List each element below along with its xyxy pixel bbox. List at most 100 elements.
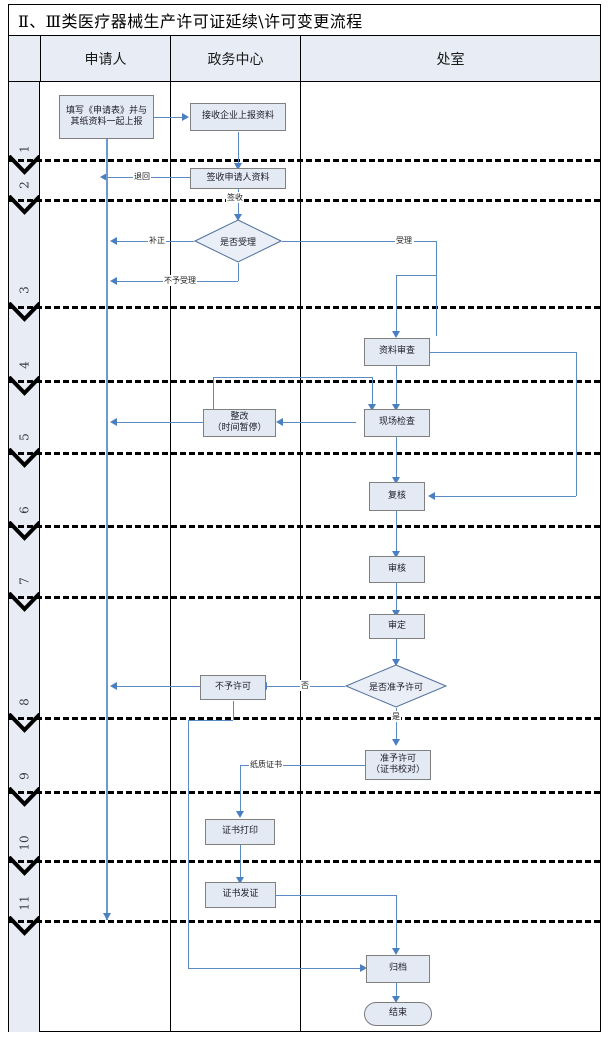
edge-onsite-to-rectify-arrowhead: [276, 418, 283, 426]
edge-submit-to-receive: [154, 117, 182, 118]
chevron-2: [9, 195, 40, 215]
node-cert-print[interactable]: 证书打印: [205, 819, 275, 845]
node-cert-issue[interactable]: 证书发证: [205, 882, 276, 908]
row-divider-6: [9, 525, 600, 528]
step-number-3: 3: [17, 286, 32, 294]
edge-onsite-to-rectify: [282, 422, 356, 423]
edge-yes-down: [396, 708, 397, 743]
chevron-9: [9, 787, 40, 807]
row-divider-1: [9, 159, 600, 162]
edge-review-bypass-right: [430, 352, 576, 353]
edge-print-to-issue: [240, 845, 241, 881]
chevron-1: [9, 155, 40, 175]
step-number-10: 10: [17, 835, 32, 851]
edge-review-to-onsite: [396, 366, 397, 408]
edge-archive-to-end: [396, 983, 397, 1000]
decision-permit-label: 是否准予许可: [368, 682, 423, 693]
edge-label-accept: 受理: [395, 235, 413, 246]
chevron-5: [9, 448, 40, 468]
edge-issue-to-archive-arrowhead: [392, 948, 400, 955]
edge-not-permitted-long-down: [188, 720, 189, 968]
edge-yes-arrowhead: [392, 739, 400, 746]
decision-permit[interactable]: 是否准予许可: [344, 664, 448, 708]
edge-paper-cert-down: [240, 765, 241, 815]
edge-issue-to-archive-right: [276, 895, 396, 896]
edge-archive-to-end-arrowhead: [392, 996, 400, 1003]
node-end[interactable]: 结束: [364, 1002, 432, 1026]
node-material-review[interactable]: 资料审查: [364, 338, 430, 366]
edge-label-signed: 签收: [226, 192, 244, 203]
edge-sign-to-decision-arrowhead: [234, 214, 242, 221]
edge-not-permitted-archive-arrowhead: [360, 964, 367, 972]
edge-label-yes: 是: [391, 711, 401, 722]
edge-rectify-to-applicant: [116, 422, 204, 423]
edge-accept-right2: [414, 241, 436, 242]
row-divider-3: [9, 306, 600, 309]
node-approve-decide[interactable]: 审定: [369, 614, 425, 639]
edge-applicant-lifeline: [106, 137, 108, 920]
edge-not-permitted-to-applicant: [116, 686, 200, 687]
edge-label-no: 否: [300, 680, 310, 691]
edge-rectify-to-applicant-arrowhead: [110, 418, 117, 426]
chevron-3: [9, 302, 40, 322]
edge-not-permitted-jog-left: [188, 720, 233, 721]
edge-permitted-to-paper-cert: [240, 765, 365, 766]
edge-sign-to-decision: [238, 189, 239, 219]
edge-accept-jog: [396, 275, 436, 276]
edge-rectify-loop-up: [213, 377, 214, 409]
edge-decide-to-permit-decision: [396, 639, 397, 663]
decision-accept-label: 是否受理: [219, 237, 256, 248]
edge-not-permitted-to-archive: [188, 968, 360, 969]
edge-not-permitted-arrowhead: [110, 682, 117, 690]
edge-not-permitted-down: [233, 701, 234, 720]
edge-examine-to-decide: [396, 583, 397, 614]
node-submit-application[interactable]: 填写《申请表》并与其纸资料一起上报: [59, 95, 154, 139]
row-divider-8: [9, 717, 600, 720]
edge-print-to-issue-arrowhead: [236, 877, 244, 884]
edge-recheck-to-examine-arrowhead: [392, 551, 400, 558]
node-examine[interactable]: 审核: [369, 556, 425, 583]
chevron-8: [9, 713, 40, 733]
edge-examine-to-decide-arrowhead: [392, 610, 400, 617]
node-permitted[interactable]: 准予许可 （证书校对）: [365, 750, 431, 780]
decision-accept[interactable]: 是否受理: [193, 219, 283, 263]
node-sign-receipt[interactable]: 签收申请人资料: [190, 168, 286, 189]
edge-label-paper-certificate: 纸质证书: [249, 759, 283, 770]
node-not-permitted[interactable]: 不予许可: [200, 675, 266, 700]
row-divider-7: [9, 596, 600, 599]
node-onsite-inspection[interactable]: 现场检查: [364, 409, 430, 437]
edge-review-to-onsite-arrowhead: [392, 404, 400, 411]
chevron-7: [9, 592, 40, 612]
edge-rectify-loop-arrowhead: [368, 404, 376, 411]
column-header-applicant: 申请人: [40, 36, 170, 82]
edge-not-accept-arrowhead: [110, 277, 117, 285]
chevron-4: [9, 376, 40, 396]
edge-return-arrowhead: [100, 173, 107, 181]
row-divider-5: [9, 452, 600, 455]
edge-rectify-loop-down: [372, 377, 373, 408]
row-divider-11: [9, 920, 600, 923]
lane-divider-center-office: [300, 82, 301, 1032]
edge-accept-down: [436, 241, 437, 336]
column-header-service-center: 政务中心: [170, 36, 300, 82]
step-number-11: 11: [17, 895, 32, 911]
row-divider-4: [9, 380, 600, 383]
edge-issue-to-archive-down: [396, 895, 397, 952]
column-header-number: [9, 36, 40, 82]
edge-onsite-to-recheck: [396, 437, 397, 481]
edge-receive-to-sign-arrowhead: [234, 163, 242, 170]
lane-divider-applicant-center: [170, 82, 171, 1032]
edge-label-return: 退回: [133, 171, 151, 182]
edge-review-bypass-down: [576, 352, 577, 496]
outer-frame: [8, 4, 601, 1032]
edge-paper-cert-arrowhead: [236, 811, 244, 818]
edge-label-supplement: 补正: [148, 235, 166, 246]
node-archive[interactable]: 归档: [366, 955, 430, 983]
chevron-10: [9, 856, 40, 876]
edge-rectify-loop-right: [213, 377, 372, 378]
node-receive-materials[interactable]: 接收企业上报资料: [190, 103, 286, 131]
node-rectify[interactable]: 整改 （时间暂停）: [203, 409, 276, 437]
node-recheck[interactable]: 复核: [369, 482, 425, 511]
edge-decide-to-permit-decision-arrowhead: [392, 659, 400, 666]
